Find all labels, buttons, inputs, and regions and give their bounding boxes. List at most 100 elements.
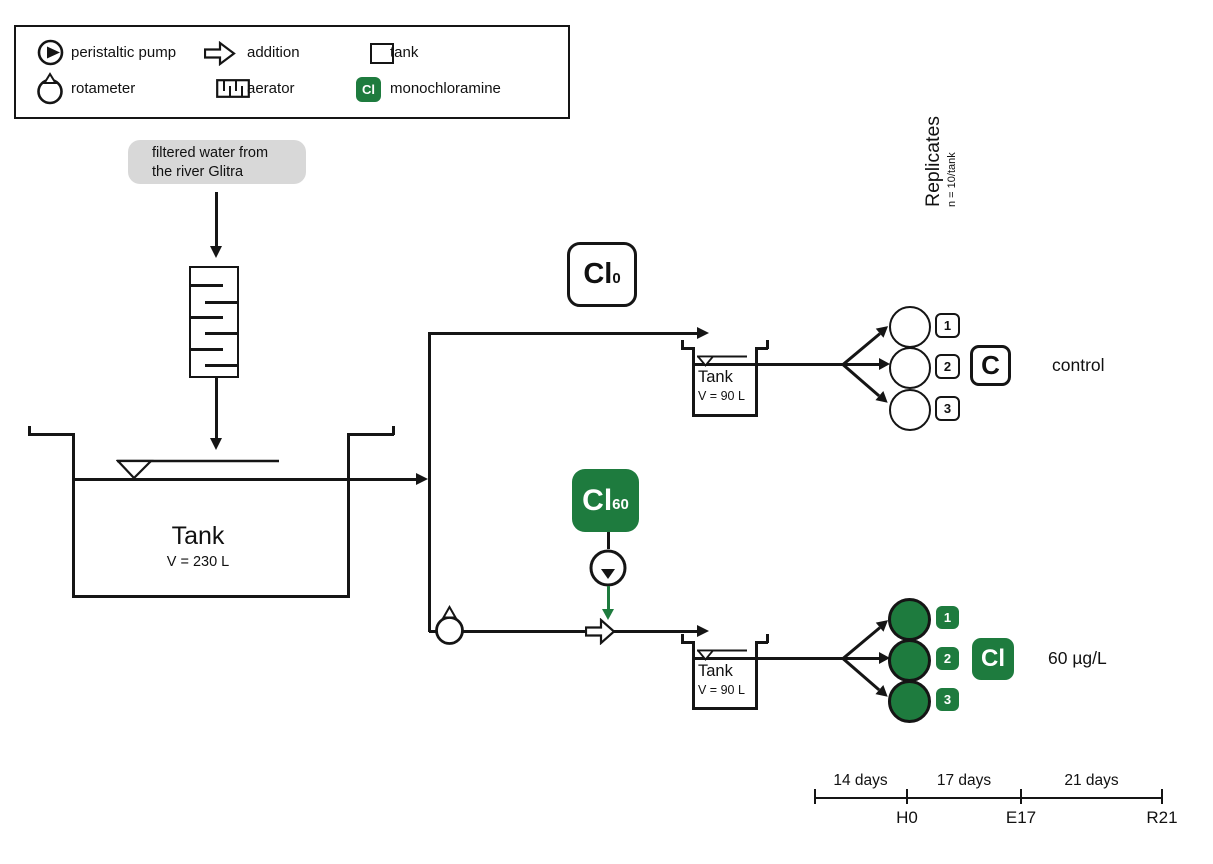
- main-tank-left-wall: [72, 433, 75, 597]
- aerator-icon: [216, 79, 250, 98]
- treated-tank-outlet-line: [694, 657, 843, 660]
- dose-arrowhead: [601, 609, 614, 620]
- dose-line-lower: [607, 586, 610, 611]
- main-tank-name: Tank: [171, 522, 225, 550]
- treated-tank-right-wall: [755, 641, 758, 710]
- replicates-subtitle: n = 10/tank: [946, 152, 958, 207]
- treated-tank-volume: V = 90 L: [698, 683, 745, 697]
- timeline-segment-1: 14 days: [833, 772, 888, 789]
- treated-tank-left-wall: [692, 641, 695, 710]
- control-replicate-circle-1: [889, 306, 931, 348]
- rotameter-icon: [37, 72, 63, 105]
- main-tank-left-rim-tick: [28, 426, 31, 435]
- treated-replicate-circle-3: [888, 680, 931, 723]
- control-fork-arrow-1: [842, 321, 893, 366]
- treated-tank-right-rim: [755, 641, 768, 644]
- legend-label-peristaltic-pump: peristaltic pump: [71, 44, 177, 61]
- treated-branch-arrowhead: [697, 625, 709, 637]
- aerator-baffle: [191, 284, 223, 287]
- control-replicate-badge-3: 3: [935, 396, 960, 421]
- control-branch-arrowhead: [697, 327, 709, 339]
- timeline-tick-start: [814, 789, 816, 804]
- treated-fork-arrow-1: [842, 615, 893, 660]
- control-group-badge: C: [970, 345, 1011, 386]
- aerator-baffle: [205, 364, 237, 367]
- control-fork-arrow-2: [843, 358, 890, 371]
- water-source-line1: filtered water from: [152, 145, 269, 161]
- control-tank-left-rim-tick: [681, 340, 684, 349]
- aerator-baffle: [205, 301, 237, 304]
- control-tank-bottom: [692, 414, 758, 417]
- timeline-axis: [814, 797, 1163, 799]
- legend-label-addition: addition: [247, 44, 300, 61]
- timeline-tick-h0: [906, 789, 908, 804]
- aerator-outlet-arrowhead: [210, 438, 222, 450]
- water-source-label: filtered water from the river Glitra: [128, 140, 306, 184]
- aerator-column: [189, 266, 239, 378]
- water-source-line2: the river Glitra: [152, 164, 244, 180]
- timeline-milestone-e17: E17: [1005, 808, 1037, 827]
- treated-replicate-badge-2: 2: [936, 647, 959, 670]
- monochloramine-icon-text: Cl: [362, 82, 375, 97]
- cl60-badge-subscript: 60: [612, 496, 629, 513]
- treated-replicate-circle-1: [888, 598, 931, 641]
- peristaltic-pump-icon: [589, 549, 627, 587]
- control-tank-volume: V = 90 L: [698, 389, 745, 403]
- monochloramine-icon: Cl: [356, 77, 381, 102]
- treated-replicate-circle-2: [888, 639, 931, 682]
- aerator-outlet-line: [215, 378, 218, 440]
- control-tank-right-wall: [755, 347, 758, 416]
- replicates-title: Replicates: [922, 115, 944, 207]
- legend-label-tank: tank: [390, 44, 419, 61]
- control-group-label: control: [1052, 355, 1105, 375]
- replicates-note: Replicates n = 10/tank: [922, 97, 982, 207]
- control-branch-line: [429, 332, 699, 335]
- legend-label-rotameter: rotameter: [71, 80, 136, 97]
- aerator-baffle: [191, 348, 223, 351]
- inlet-line: [215, 192, 218, 248]
- control-tank-left-wall: [692, 347, 695, 416]
- cl0-badge-text: Cl: [583, 258, 613, 290]
- treated-group-badge: Cl: [972, 638, 1014, 680]
- control-tank-right-rim-tick: [766, 340, 769, 349]
- control-tank-left-rim: [681, 347, 694, 350]
- aerator-baffle: [205, 332, 237, 335]
- water-level-icon: [116, 459, 279, 480]
- addition-icon: [585, 618, 616, 645]
- legend-label-monochloramine: monochloramine: [390, 80, 501, 97]
- tank-icon: [370, 43, 394, 64]
- branch-vertical-line: [428, 332, 431, 632]
- treated-tank-left-rim: [681, 641, 694, 644]
- treated-tank-right-rim-tick: [766, 634, 769, 643]
- control-replicate-badge-1: 1: [935, 313, 960, 338]
- main-outlet-line: [74, 478, 418, 481]
- treated-branch-line: [429, 630, 699, 633]
- main-outlet-arrowhead: [416, 473, 428, 485]
- timeline-segment-2: 17 days: [936, 772, 992, 789]
- treated-tank-bottom: [692, 707, 758, 710]
- treated-replicate-badge-1: 1: [936, 606, 959, 629]
- dose-line-upper: [607, 532, 610, 549]
- control-replicate-badge-2: 2: [935, 354, 960, 379]
- treated-replicate-badge-3: 3: [936, 688, 959, 711]
- cl0-badge-subscript: 0: [612, 270, 621, 287]
- main-tank-bottom: [72, 595, 350, 598]
- control-replicate-circle-3: [889, 389, 931, 431]
- legend-box: peristaltic pump addition tank rotameter…: [14, 25, 570, 119]
- main-tank-left-rim: [28, 433, 74, 436]
- control-replicate-circle-2: [889, 347, 931, 389]
- treated-group-label: 60 µg/L: [1048, 648, 1107, 668]
- legend-label-aerator: aerator: [247, 80, 295, 97]
- addition-icon: [204, 41, 236, 66]
- water-level-icon: [697, 355, 747, 367]
- cl60-badge-text: Cl: [582, 483, 613, 517]
- aerator-baffle: [191, 316, 223, 319]
- peristaltic-pump-icon: [37, 39, 64, 66]
- timeline-tick-r21: [1161, 789, 1163, 804]
- main-tank-right-wall: [347, 433, 350, 597]
- timeline-tick-e17: [1020, 789, 1022, 804]
- treated-fork-arrow-3: [842, 657, 892, 702]
- treated-tank-left-rim-tick: [681, 634, 684, 643]
